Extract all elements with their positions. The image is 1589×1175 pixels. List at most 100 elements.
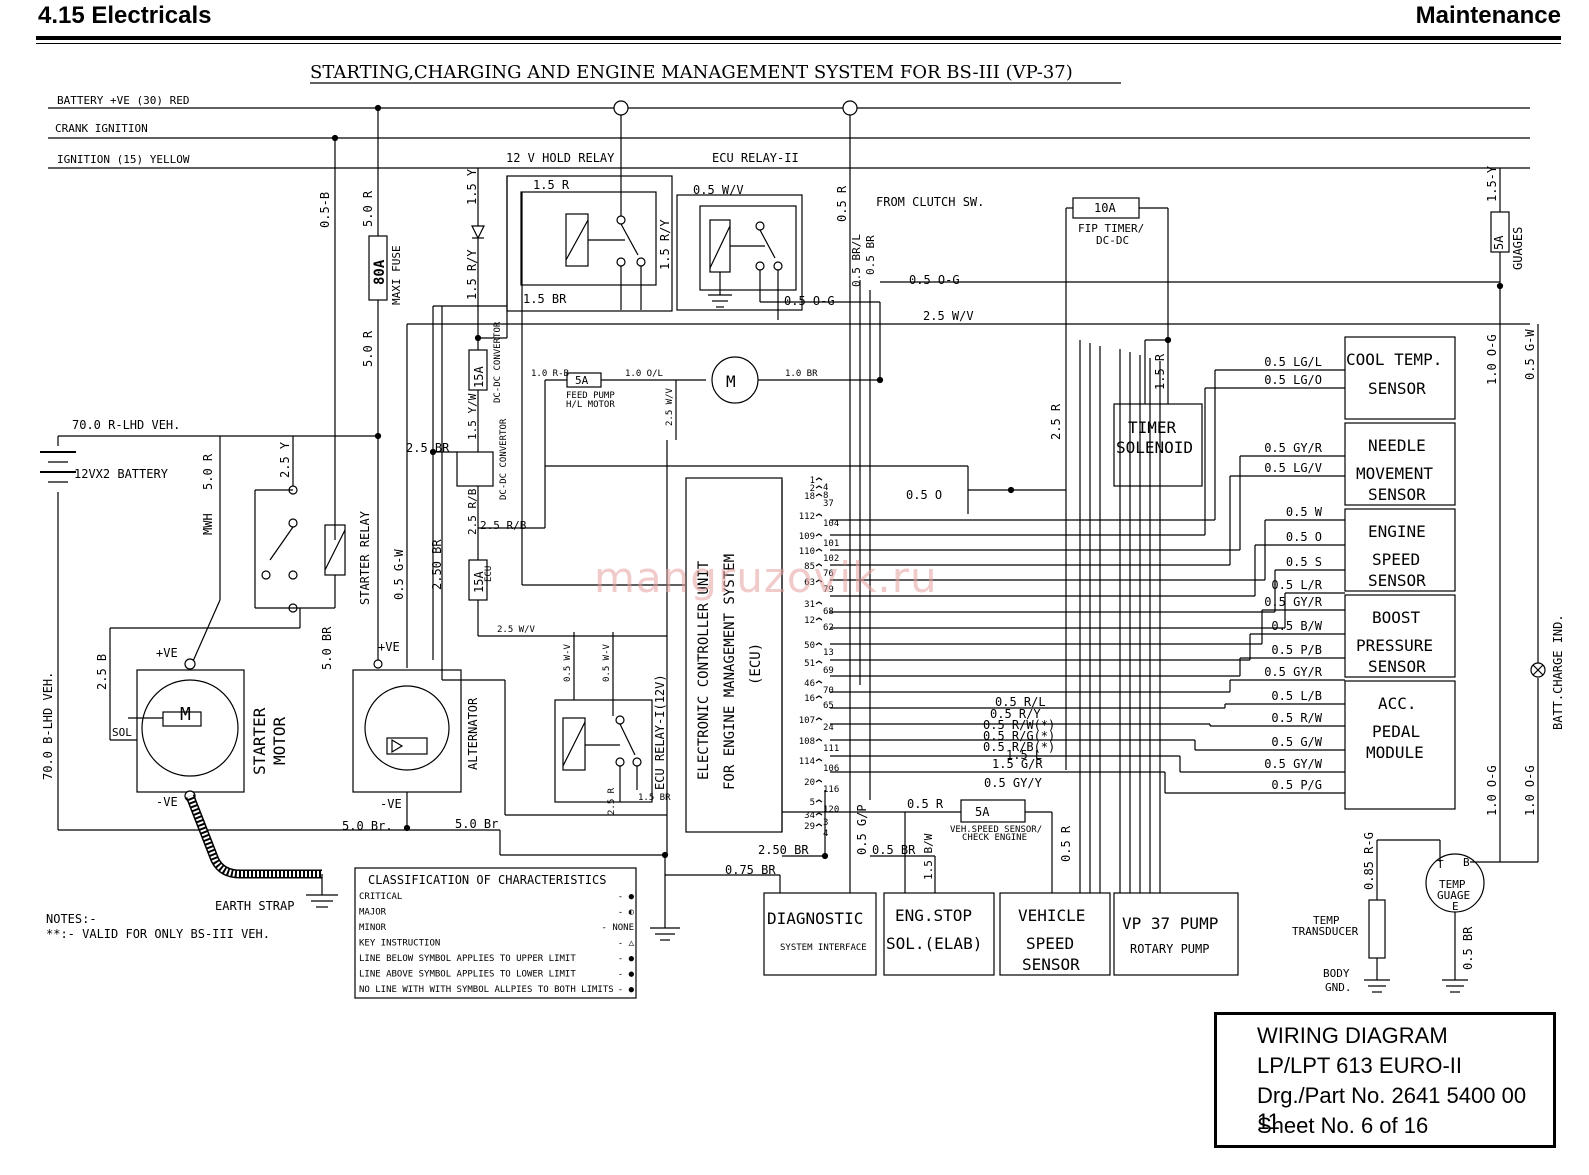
gauge-label1: TEMP — [1439, 878, 1466, 891]
pin-mark — [815, 717, 823, 721]
wire-label: 1.5 BR — [523, 292, 567, 306]
battery: 70.0 R-LHD VEH. 12VX2 BATTERY 70.0 B-LHD… — [40, 418, 500, 831]
legend-row-label: MAJOR — [359, 908, 387, 918]
wire-label: 0.5 GY/Y — [984, 776, 1043, 790]
pin-mark — [815, 680, 823, 684]
wire-label: 0.5 O-G — [909, 273, 960, 287]
ecu-pin-left: 63 — [804, 578, 815, 588]
pin-mark — [815, 579, 823, 583]
maxi-fuse-value: 80A — [372, 259, 388, 285]
diagnostic-box — [763, 892, 877, 976]
wire-label: 1.5-Y — [1485, 165, 1499, 202]
legend-row-symbol: - ◐ — [618, 908, 635, 918]
legend-row-symbol: - ● — [618, 892, 635, 902]
wire-label: 0.5 P/B — [1271, 643, 1322, 657]
wire-label: 1.5 Y — [465, 168, 479, 205]
pin-mark — [815, 799, 823, 803]
legend-row-symbol: - ● — [618, 970, 635, 980]
ecu-pin-right: 102 — [823, 554, 839, 564]
rail-terminal — [842, 100, 858, 116]
wire-label: 0.5 G-W — [1523, 329, 1537, 380]
section-category: Maintenance — [1415, 2, 1561, 29]
pump-label1: FEED PUMP — [566, 391, 615, 401]
ecu-pin-left: 2 — [810, 484, 815, 494]
wire-label: 1.5 BR — [638, 793, 671, 803]
ecu: ELECTRONIC CONTROLLER UNIT FOR ENGINE MA… — [666, 440, 839, 855]
ecu-relay-i-label: ECU RELAY-I(12V) — [653, 674, 667, 790]
wire-label: 0.5 G/W — [1271, 735, 1322, 749]
wire-label: 5.0 Br. — [342, 819, 393, 833]
ecu-label2: FOR ENGINE MANAGEMENT SYSTEM — [722, 554, 738, 790]
ecu-pin-right: 111 — [823, 744, 839, 754]
wire-label: 1.0 O/L — [625, 369, 663, 379]
ecu-pin-left: 5 — [810, 798, 815, 808]
wire-label: 5.0 R — [201, 453, 215, 490]
ecu-pin-left: 112 — [799, 512, 815, 522]
alternator-pos: +VE — [378, 640, 400, 654]
legend-row-symbol: - ● — [618, 985, 635, 995]
wire-label: 0.5 R — [907, 797, 944, 811]
clutch-wires: 0.5 R 0.5 BR/L 0.5 BR FROM CLUTCH SW. 0.… — [835, 115, 1537, 893]
wire-label: 0.5 GY/R — [1264, 665, 1323, 679]
bottom-boxes: DIAGNOSTIC SYSTEM INTERFACE ENG.STOP SOL… — [763, 892, 1239, 976]
ecu-pin-right: 13 — [823, 648, 834, 658]
ecu-pin-right: 104 — [823, 519, 839, 529]
wire-label: 0.5 LG/O — [1264, 373, 1322, 387]
ecu-pin-right: 3 — [823, 818, 828, 828]
ecu-pin-right: 76 — [823, 569, 834, 579]
wire-label: 0.5 S — [1286, 555, 1322, 569]
pin-mark — [815, 548, 823, 552]
vp37-sublabel: ROTARY PUMP — [1130, 942, 1209, 956]
ecu-pin-left: 46 — [804, 679, 815, 689]
wire-label: 5.0 R — [361, 330, 375, 367]
ecu-pin-right: 120 — [823, 805, 839, 815]
feed-pump: M 5A FEED PUMP H/L MOTOR 1.0 R-B 1.0 O/L… — [531, 356, 880, 466]
vp37-label: VP 37 PUMP — [1122, 914, 1218, 933]
ecu-pin-right: 68 — [823, 607, 834, 617]
ecu-pin-right: 62 — [823, 623, 834, 633]
wire-label: 0.5 R/G(*) — [983, 729, 1055, 743]
eng-stop-sublabel: SOL.(ELAB) — [886, 934, 982, 953]
title-block-line: Drg./Part No. 2641 5400 00 11 — [1257, 1083, 1527, 1134]
page-header: 4.15 Electricals Maintenance — [0, 0, 1589, 44]
rail-battery-label: BATTERY +VE (30) RED — [57, 94, 189, 107]
ecu-pin-right: 79 — [823, 585, 834, 595]
sensor-label: PRESSURE — [1356, 636, 1433, 655]
timer-label2: SOLENOID — [1116, 438, 1193, 457]
ecu-pin-left: 114 — [799, 757, 815, 767]
fuse-5a-speed: 5A — [975, 805, 990, 819]
legend-row-label: LINE ABOVE SYMBOL APPLIES TO LOWER LIMIT — [359, 970, 576, 980]
pin-mark — [815, 513, 823, 517]
body-gnd-label2: GND. — [1325, 981, 1352, 994]
header-rule-thin — [36, 43, 1561, 44]
speed-fuse-label1: VEH.SPEED SENSOR/ — [950, 825, 1042, 835]
wire-label: 2.5 W/V — [923, 309, 974, 323]
diagnostic-label: DIAGNOSTIC — [767, 909, 863, 928]
wire-label: 0.5 W — [1286, 505, 1323, 519]
ecu-pin-right: 70 — [823, 686, 834, 696]
legend-row-symbol: - NONE — [601, 923, 634, 933]
wire-label: 0.5 BR/L — [850, 234, 863, 287]
earth-strap-label: EARTH STRAP — [215, 899, 294, 913]
wire-label: 5.0 Br — [455, 817, 498, 831]
starter-motor: M +VE -VE SOL STARTER MOTOR 2.5 B MWH 5.… — [95, 453, 300, 809]
speed-fuse-label2: CHECK ENGINE — [962, 833, 1027, 843]
ecu-relay-ii: ECU RELAY-II 0.5 W/V 0.5 O-G — [676, 151, 880, 320]
sensor-label: SPEED — [1372, 550, 1420, 569]
ecu-label3: (ECU) — [748, 643, 764, 685]
pin-mark — [815, 617, 823, 621]
bottom-wiring: 0.5 R 5A VEH.SPEED SENSOR/ CHECK ENGINE … — [650, 790, 1073, 941]
wire-label: 1.5 R/Y — [658, 219, 672, 270]
ecu-pin-left: 34 — [804, 811, 815, 821]
vehicle-speed-label: SPEED — [1026, 934, 1074, 953]
wire-label: 2.5 BR — [406, 441, 450, 455]
ecu-pin-left: 51 — [804, 659, 815, 669]
rail-terminal — [613, 100, 629, 116]
wire-label: 0.5 GY/W — [1264, 757, 1323, 771]
legend-row-symbol: - ● — [618, 954, 635, 964]
ecu-pin-left: 107 — [799, 716, 815, 726]
wire-label: 1.0 O-G — [1523, 765, 1537, 816]
title-block: WIRING DIAGRAM LP/LPT 613 EURO-II Drg./P… — [1214, 1012, 1556, 1148]
wire-label: 0.5 GY/R — [1264, 595, 1323, 609]
